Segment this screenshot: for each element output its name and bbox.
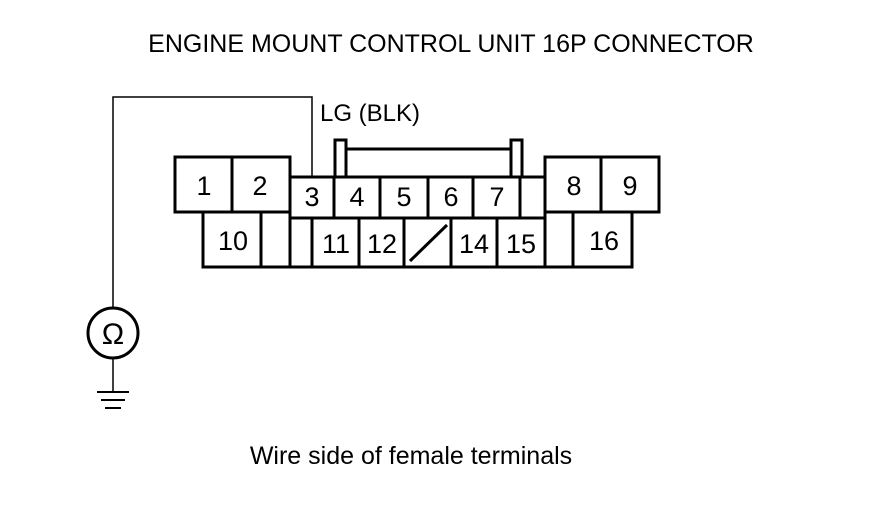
wire-color-label: LG (BLK) (320, 100, 420, 127)
ohmmeter-icon: Ω (86, 306, 140, 360)
pin-11: 11 (322, 229, 350, 259)
pin-2: 2 (252, 171, 267, 201)
pin-10: 10 (218, 226, 248, 256)
pin-9: 9 (622, 171, 637, 201)
pin-8: 8 (566, 171, 581, 201)
diagram-title: ENGINE MOUNT CONTROL UNIT 16P CONNECTOR (148, 30, 754, 58)
ground-icon (97, 391, 129, 409)
pin-14: 14 (459, 229, 489, 259)
pin-5: 5 (396, 182, 411, 212)
pin-labels: 1 2 3 4 5 6 7 8 9 10 11 12 14 15 16 (196, 171, 637, 259)
pin-15: 15 (506, 229, 536, 259)
connector-body (173, 138, 661, 269)
pin-1: 1 (196, 171, 211, 201)
pin-4: 4 (349, 182, 364, 212)
ohm-symbol: Ω (102, 318, 124, 351)
pin-12: 12 (367, 229, 397, 259)
pin-16: 16 (589, 226, 619, 256)
diagram-caption: Wire side of female terminals (250, 442, 572, 470)
pin-6: 6 (443, 182, 458, 212)
test-lead-wire (112, 96, 313, 308)
pin-7: 7 (489, 182, 504, 212)
pin-3: 3 (304, 182, 319, 212)
